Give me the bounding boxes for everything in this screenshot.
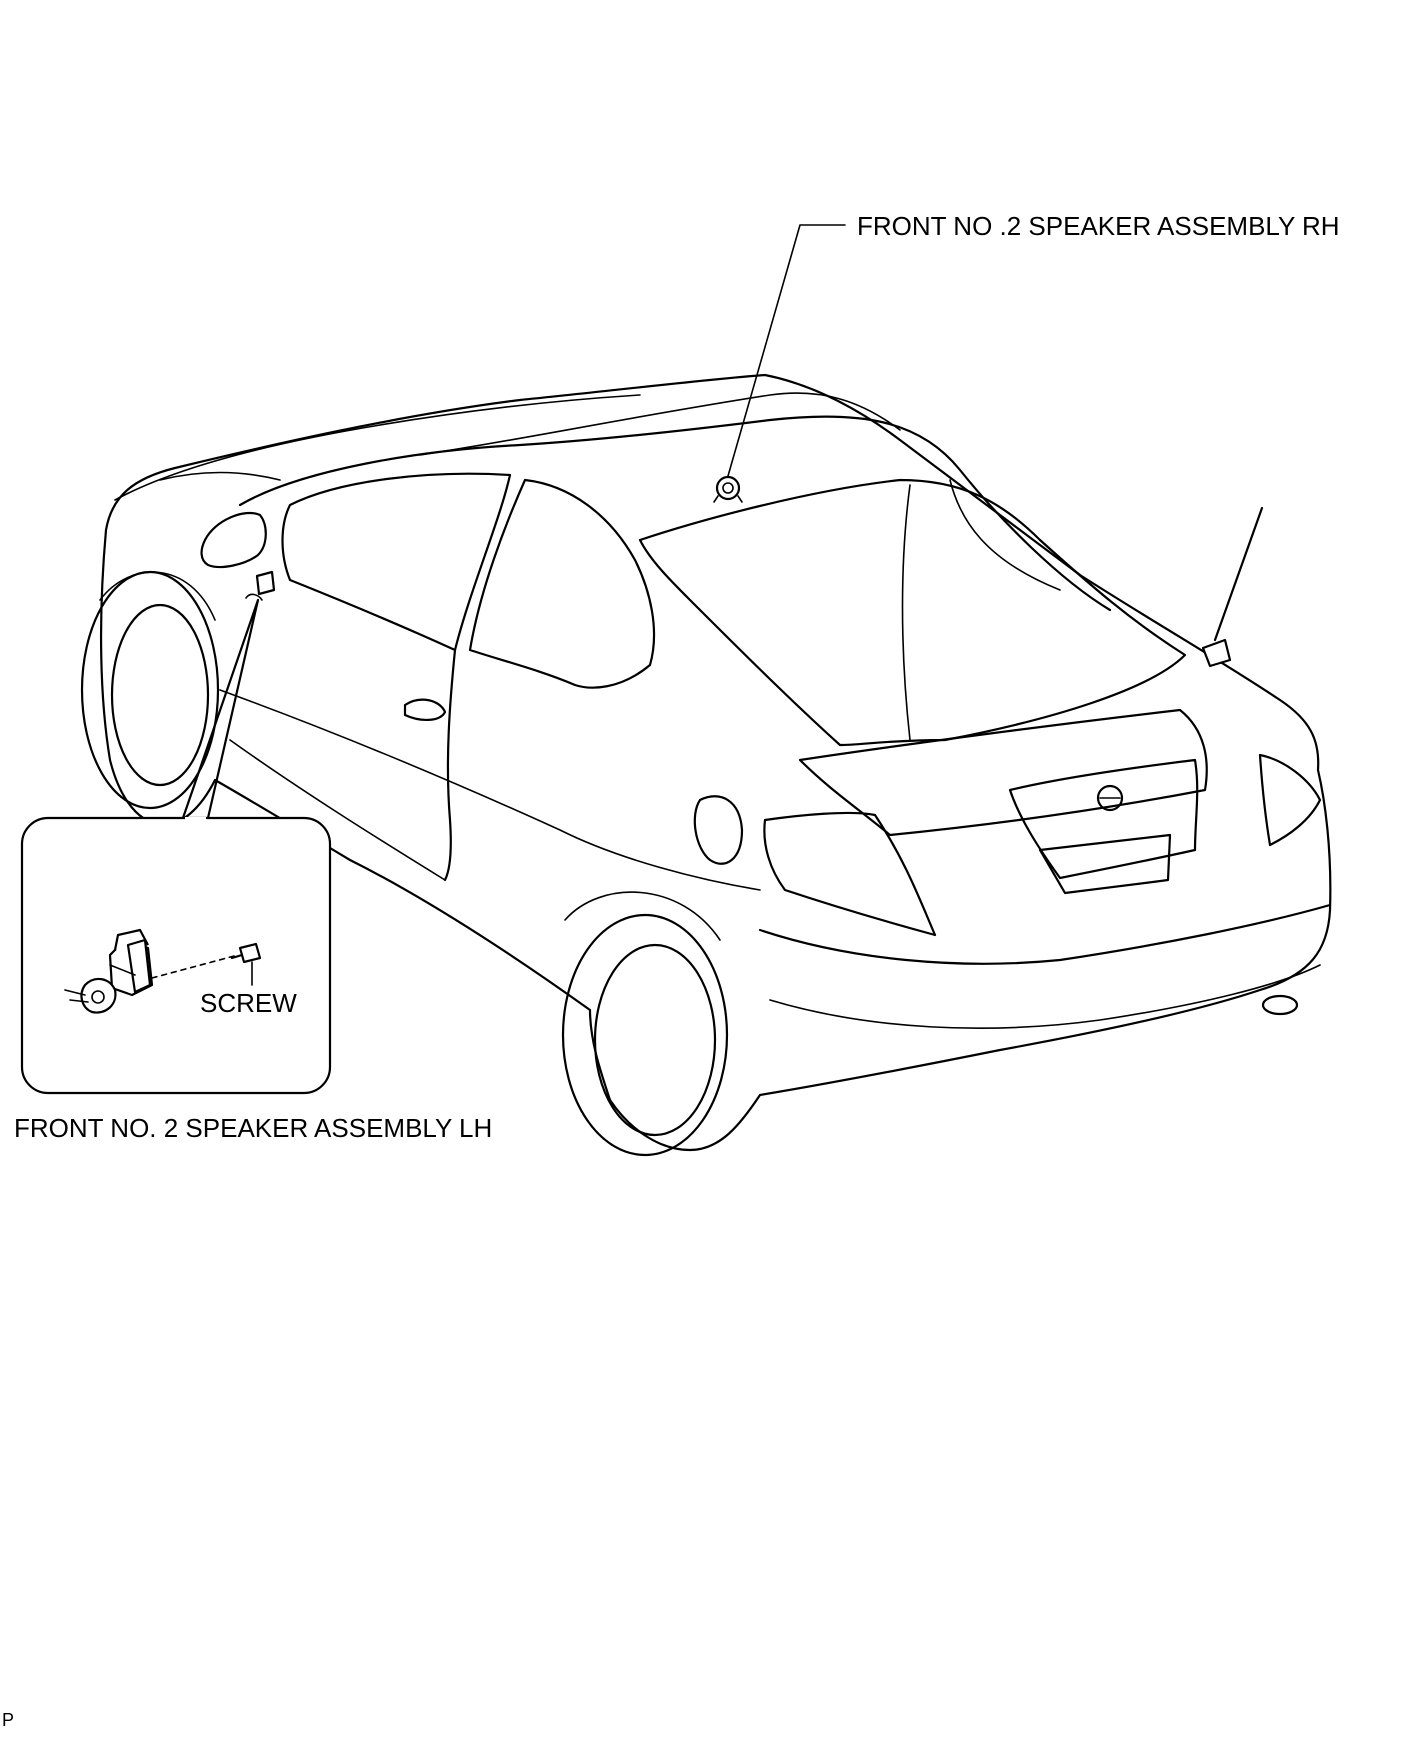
- door-handle: [403, 698, 447, 721]
- antenna-base: [1201, 638, 1232, 668]
- rear-bumper: [758, 903, 1332, 965]
- label-screw: SCREW: [200, 988, 297, 1018]
- roof-rail: [419, 392, 901, 456]
- tail-light-left: [763, 811, 937, 937]
- roof-line: [238, 415, 1112, 612]
- hatch-panel: [798, 708, 1208, 837]
- car-body-outline: [99, 373, 1332, 1152]
- car-outline: [80, 373, 1332, 1157]
- rear-window-inner-line: [949, 479, 1061, 591]
- rh-leader-line: [727, 224, 846, 477]
- lh-inset-callout: SCREW: [20, 598, 332, 1095]
- door-bottom-line: [229, 739, 446, 881]
- inset-pointer: [181, 598, 260, 820]
- body-side-crease: [219, 689, 761, 891]
- rear-wheel: [561, 891, 729, 1157]
- exhaust-tip: [1261, 994, 1299, 1016]
- screw-part-drawing: [230, 942, 262, 986]
- lh-speaker-marker: [245, 570, 276, 601]
- rear-emblem: [1096, 784, 1124, 812]
- side-mirror: [200, 511, 267, 569]
- inset-box: [20, 816, 332, 1095]
- rear-window: [638, 478, 1187, 747]
- hood-line: [114, 394, 641, 501]
- rear-spoiler-line: [901, 484, 911, 741]
- corner-code: P: [2, 1710, 14, 1730]
- roof-antenna: [1213, 506, 1264, 642]
- rh-speaker-marker: [713, 475, 743, 503]
- door-window: [281, 472, 512, 652]
- label-speaker-rh: FRONT NO .2 SPEAKER ASSEMBLY RH: [857, 211, 1340, 241]
- hood-crease: [159, 471, 281, 481]
- front-wheel: [80, 570, 220, 810]
- install-dash-line: [151, 954, 239, 979]
- label-speaker-lh: FRONT NO. 2 SPEAKER ASSEMBLY LH: [14, 1113, 492, 1143]
- quarter-window: [468, 478, 656, 689]
- license-plate: [1038, 833, 1172, 895]
- fuel-door: [693, 795, 744, 865]
- door-cut-line: [443, 648, 457, 882]
- speaker-part-drawing: [64, 928, 154, 1014]
- rear-bumper-lower: [769, 964, 1321, 1029]
- tail-light-right: [1258, 753, 1322, 847]
